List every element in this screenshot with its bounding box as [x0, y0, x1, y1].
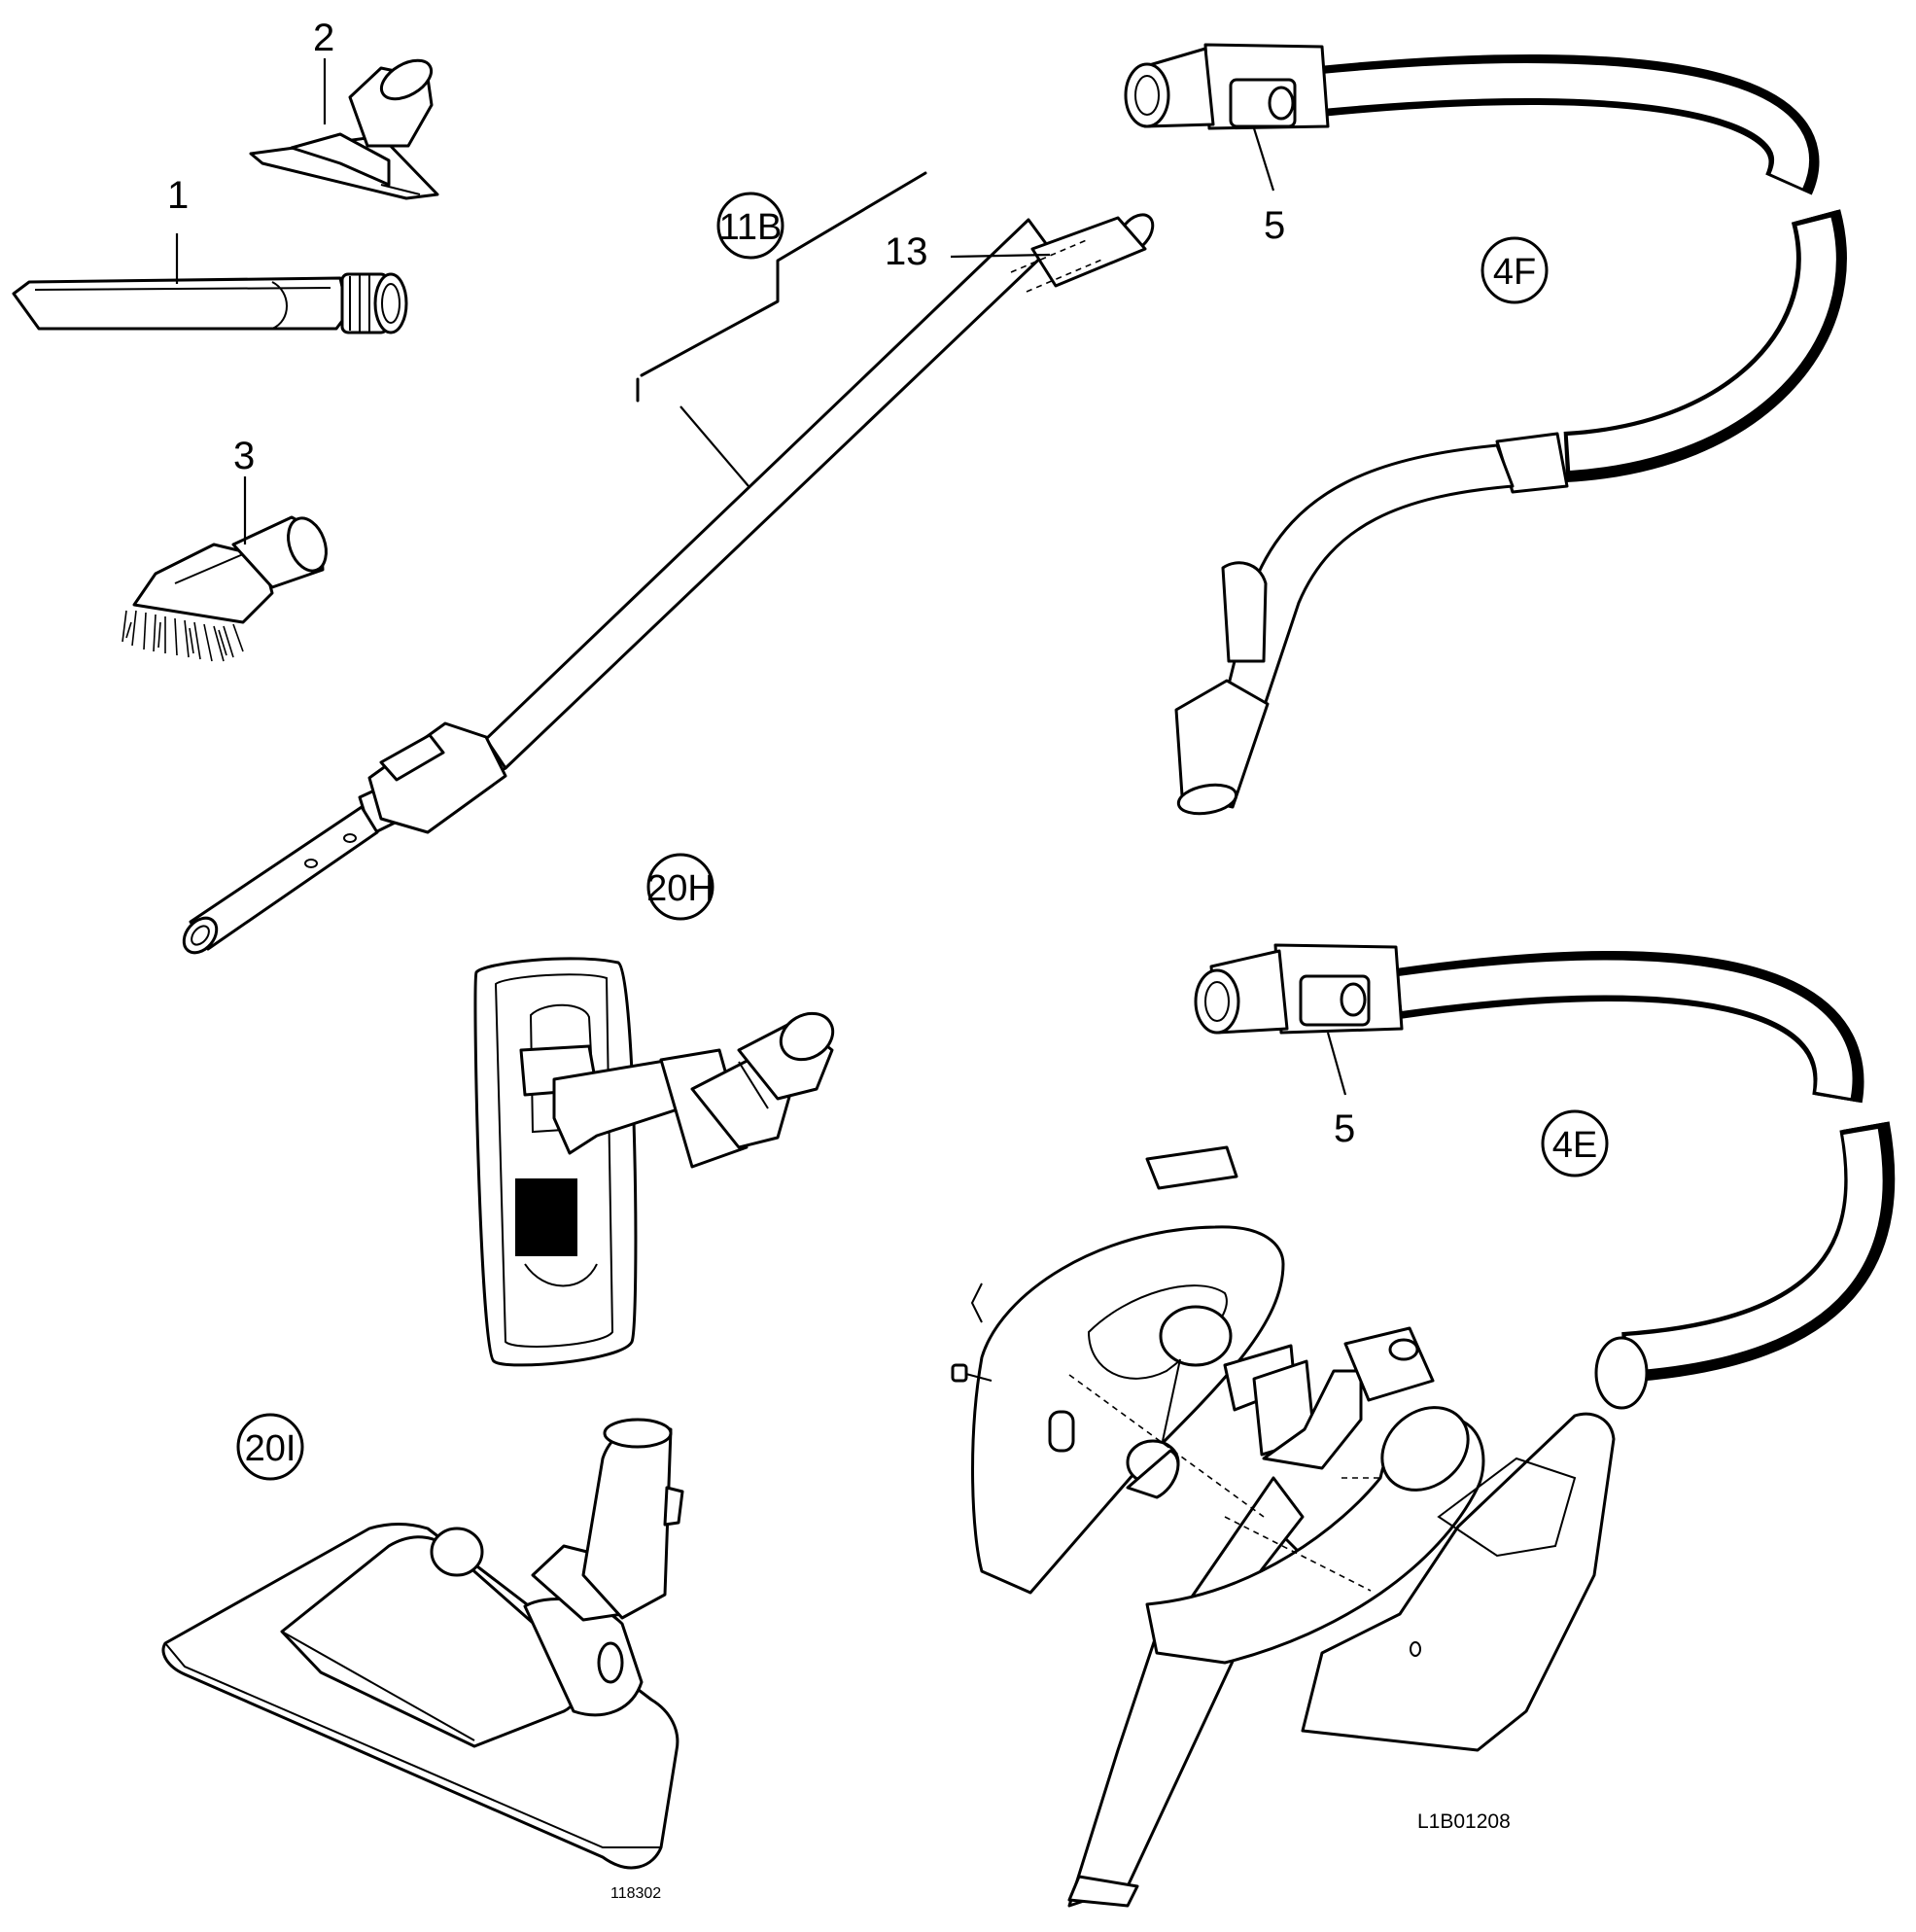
label-floor-nozzle-20i: 20I [245, 1428, 296, 1469]
circle-hose-4e [1541, 1109, 1609, 1177]
circle-floor-nozzle-20i [236, 1413, 304, 1481]
label-hose-connector-lower: 5 [1334, 1107, 1355, 1150]
drawing-number: L1B01208 [1417, 1810, 1511, 1833]
crevice-tool [12, 233, 408, 334]
label-upholstery-nozzle: 2 [313, 17, 334, 59]
label-telescopic-tube: 11B [719, 207, 783, 248]
circle-floor-nozzle-20h [646, 853, 714, 921]
part-sheet-number: 118302 [610, 1885, 661, 1902]
telescopic-tube [182, 171, 1155, 955]
dusting-brush [122, 476, 328, 662]
label-crevice-tool: 1 [167, 174, 189, 217]
label-hose-4f: 4F [1493, 252, 1536, 293]
floor-nozzle-20i [161, 1418, 684, 1870]
label-dusting-brush: 3 [233, 435, 255, 477]
upholstery-nozzle [249, 58, 439, 200]
circle-hose-4f [1481, 236, 1549, 304]
label-tube-end: 13 [885, 230, 928, 273]
hose-4f [1124, 43, 1847, 816]
floor-nozzle-20h [473, 957, 835, 1367]
label-floor-nozzle-20h: 20H [646, 868, 714, 909]
circle-telescopic-tube [716, 192, 784, 260]
label-hose-4e: 4E [1552, 1125, 1597, 1166]
hose-4e [951, 943, 1896, 1908]
label-hose-connector-upper: 5 [1264, 204, 1285, 247]
